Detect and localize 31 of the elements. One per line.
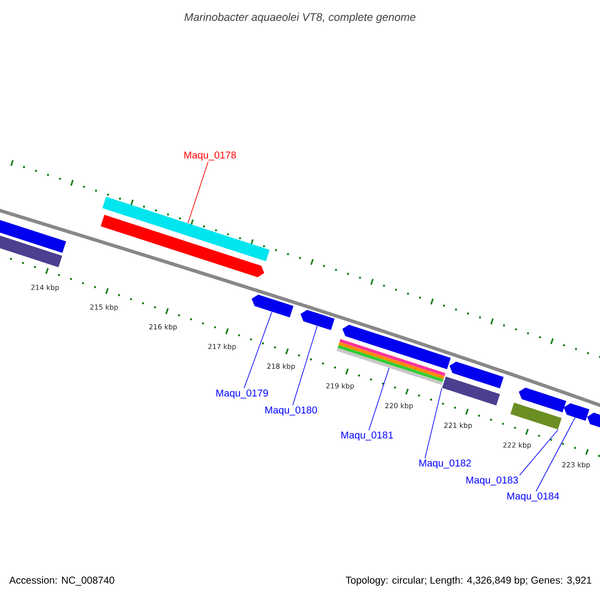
leader-line (536, 417, 576, 492)
gene-label: Maqu_0178 (184, 151, 236, 161)
gene-label: Maqu_0181 (341, 431, 393, 441)
footer-text: Accession: NC_008740 (9, 576, 114, 586)
leader-line (424, 388, 442, 459)
gene-label: Maqu_0180 (265, 406, 318, 416)
gene-label: Maqu_0182 (419, 459, 471, 469)
gene-label: Maqu_0183 (466, 476, 518, 486)
leader-line (244, 311, 272, 389)
gene-block (102, 196, 270, 262)
title: Marinobacter aquaeolei VT8, complete genome (184, 12, 416, 24)
gene-block (564, 403, 590, 421)
gene-stripes (336, 339, 446, 385)
gene-block (300, 310, 335, 330)
gene-block (449, 362, 504, 388)
leader-line (292, 326, 318, 406)
gene-block (0, 219, 66, 253)
gene-block (342, 324, 451, 370)
gene-label: Maqu_0184 (507, 492, 560, 502)
gene-block (100, 214, 264, 278)
gene-block (0, 234, 62, 268)
gene-label: Maqu_0179 (216, 389, 268, 399)
gene-block (510, 402, 562, 430)
gene-block (252, 294, 294, 318)
leader-line (188, 161, 208, 224)
gene-block (442, 376, 500, 406)
footer-text: Topology: circular; Length: 4,326,849 bp; Genes: 3,921 (346, 576, 592, 586)
gene-block (587, 412, 600, 430)
leader-line (368, 368, 390, 431)
leader-line (519, 429, 558, 476)
gene-block (518, 388, 566, 412)
